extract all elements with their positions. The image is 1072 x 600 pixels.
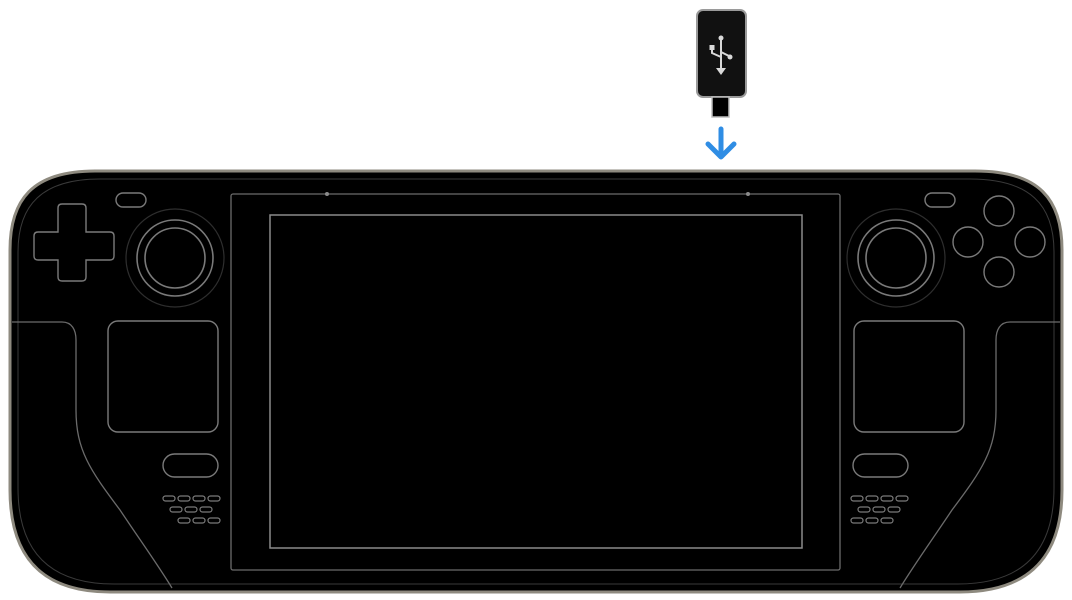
right-trackpad bbox=[853, 320, 965, 433]
left-grip-line bbox=[12, 321, 173, 589]
face-buttons-icon bbox=[952, 195, 1046, 288]
usb-symbol-icon bbox=[709, 35, 733, 75]
usb-drive-connector bbox=[711, 96, 730, 118]
face-button-bottom bbox=[983, 256, 1015, 288]
device-face-outline bbox=[17, 178, 1055, 585]
menu-button bbox=[924, 192, 956, 208]
sensor-dot-left bbox=[325, 192, 329, 196]
quick-access-button bbox=[852, 453, 909, 478]
steam-deck-device bbox=[8, 169, 1064, 594]
face-button-top bbox=[983, 195, 1015, 227]
face-button-right bbox=[1014, 226, 1046, 258]
face-button-left bbox=[952, 226, 984, 258]
display-screen bbox=[269, 214, 803, 549]
usb-flash-drive-icon bbox=[696, 9, 747, 118]
arrow-down-icon bbox=[705, 126, 737, 160]
right-grip-line bbox=[899, 321, 1060, 589]
view-button bbox=[115, 192, 147, 208]
dpad-icon bbox=[33, 203, 115, 282]
right-joystick bbox=[846, 208, 946, 308]
left-speaker-grille bbox=[162, 495, 221, 524]
steam-button bbox=[162, 453, 219, 478]
left-trackpad bbox=[107, 320, 219, 433]
sensor-dot-right bbox=[746, 192, 750, 196]
left-joystick bbox=[125, 208, 225, 308]
right-speaker-grille bbox=[850, 495, 909, 524]
